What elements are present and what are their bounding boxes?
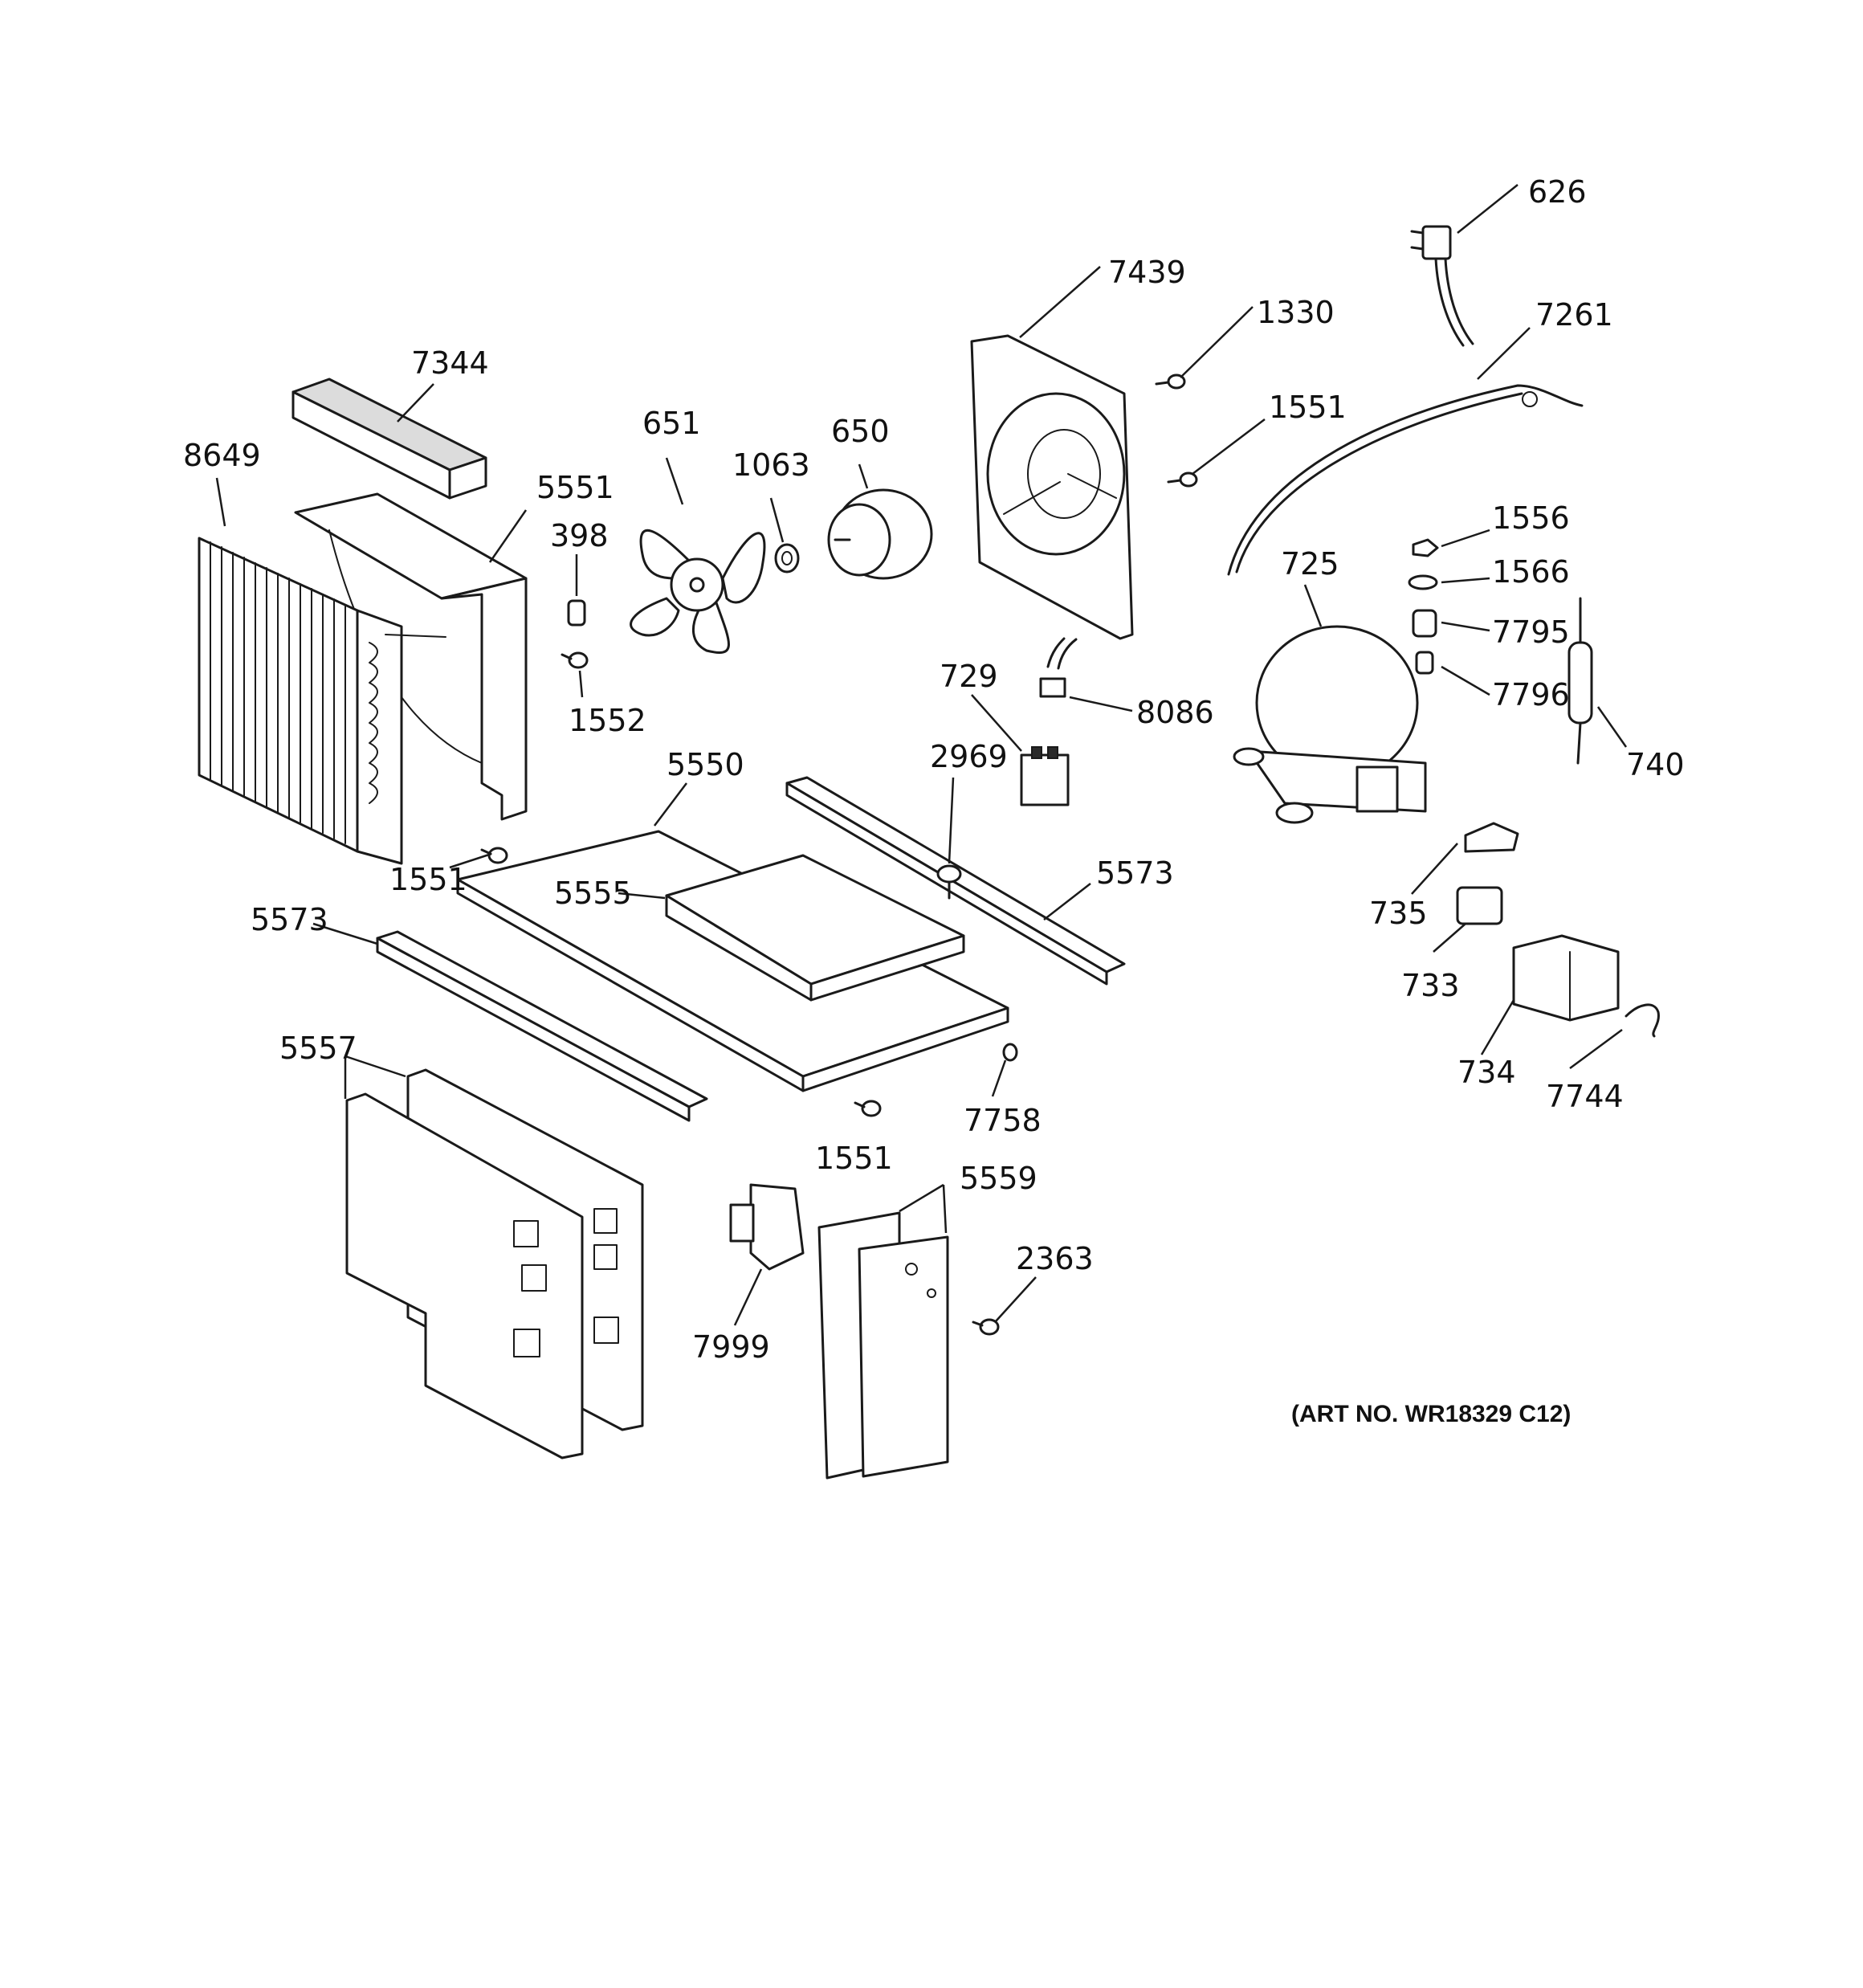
- drier-740: [1567, 597, 1593, 765]
- screw-7758: [1002, 1043, 1018, 1062]
- callout-2363: 2363: [1016, 1241, 1094, 1276]
- callout-398: 398: [550, 518, 609, 553]
- compressor-725: [1233, 625, 1427, 824]
- washer-1063: [774, 543, 800, 574]
- callout-7758: 7758: [964, 1103, 1042, 1138]
- fan-bracket-7439: [970, 334, 1134, 640]
- callout-8086: 8086: [1136, 695, 1214, 730]
- grommet-7795: [1412, 609, 1437, 638]
- callout-8649: 8649: [183, 438, 261, 473]
- callout-5555: 5555: [554, 876, 632, 911]
- callout-5551: 5551: [536, 470, 614, 505]
- clip-398: [567, 599, 586, 627]
- callout-2969: 2969: [930, 739, 1008, 774]
- callout-729: 729: [940, 659, 998, 694]
- callout-1551-bottom: 1551: [815, 1141, 893, 1176]
- cover-5559: [817, 1211, 949, 1480]
- callout-7744: 7744: [1546, 1079, 1624, 1114]
- start-relay-734: [1512, 934, 1620, 1022]
- callout-1551-top: 1551: [1269, 390, 1347, 425]
- callout-5573-left: 5573: [251, 902, 328, 937]
- screw-1330: [1155, 374, 1186, 390]
- art-number: (ART NO. WR18329 C12): [1291, 1401, 1571, 1427]
- wire-7744: [1625, 1003, 1660, 1038]
- sleeve-7796: [1415, 651, 1434, 675]
- leader-lines: [215, 184, 1628, 1326]
- callout-labels: 626 7439 1330 7261 7344 1551 651 650 864…: [183, 174, 1685, 1365]
- bolt-2969: [936, 864, 962, 900]
- fan-motor-650: [827, 488, 933, 580]
- callout-735: 735: [1369, 896, 1428, 931]
- panels-5557: [345, 1068, 644, 1459]
- callout-1063: 1063: [732, 447, 810, 483]
- fan-blade-651: [630, 529, 766, 654]
- screw-1552: [561, 651, 589, 669]
- overload-733: [1456, 886, 1503, 925]
- callout-7999: 7999: [692, 1329, 770, 1365]
- relay-729: [1020, 746, 1070, 806]
- callout-5573-right: 5573: [1096, 855, 1174, 891]
- callout-7261: 7261: [1535, 297, 1613, 333]
- rail-5573-left: [376, 930, 708, 1122]
- callout-5559: 5559: [960, 1161, 1037, 1196]
- callout-5550: 5550: [667, 747, 744, 782]
- callout-733: 733: [1401, 968, 1460, 1003]
- callout-1552: 1552: [569, 703, 646, 738]
- callout-1566: 1566: [1492, 554, 1570, 590]
- callout-1330: 1330: [1257, 295, 1335, 330]
- callout-651: 651: [642, 406, 701, 441]
- callout-734: 734: [1457, 1055, 1516, 1090]
- washer-1566: [1408, 574, 1438, 590]
- callout-7795: 7795: [1492, 614, 1570, 650]
- tray-5555: [665, 854, 965, 1002]
- nut-1556: [1412, 538, 1439, 557]
- foam-strip-7344: [291, 378, 487, 500]
- cover-735: [1464, 822, 1519, 853]
- tube-7261: [1227, 384, 1584, 576]
- callout-725: 725: [1281, 546, 1339, 582]
- screw-1551-bottom: [854, 1100, 882, 1117]
- callout-740: 740: [1626, 747, 1685, 782]
- callout-1556: 1556: [1492, 500, 1570, 536]
- harness-8086: [1039, 637, 1078, 698]
- callout-650: 650: [831, 414, 890, 449]
- callout-1551-mid: 1551: [389, 862, 467, 897]
- screw-2363: [972, 1318, 1000, 1336]
- callout-5557: 5557: [279, 1031, 357, 1066]
- condenser-8649: [198, 537, 446, 865]
- callout-626: 626: [1528, 174, 1587, 210]
- callout-7796: 7796: [1492, 677, 1570, 712]
- plug-626: [1410, 225, 1474, 347]
- callout-7439: 7439: [1108, 255, 1186, 290]
- callout-7344: 7344: [411, 345, 489, 381]
- timer-7999: [729, 1183, 805, 1271]
- screw-1551-top: [1167, 471, 1198, 488]
